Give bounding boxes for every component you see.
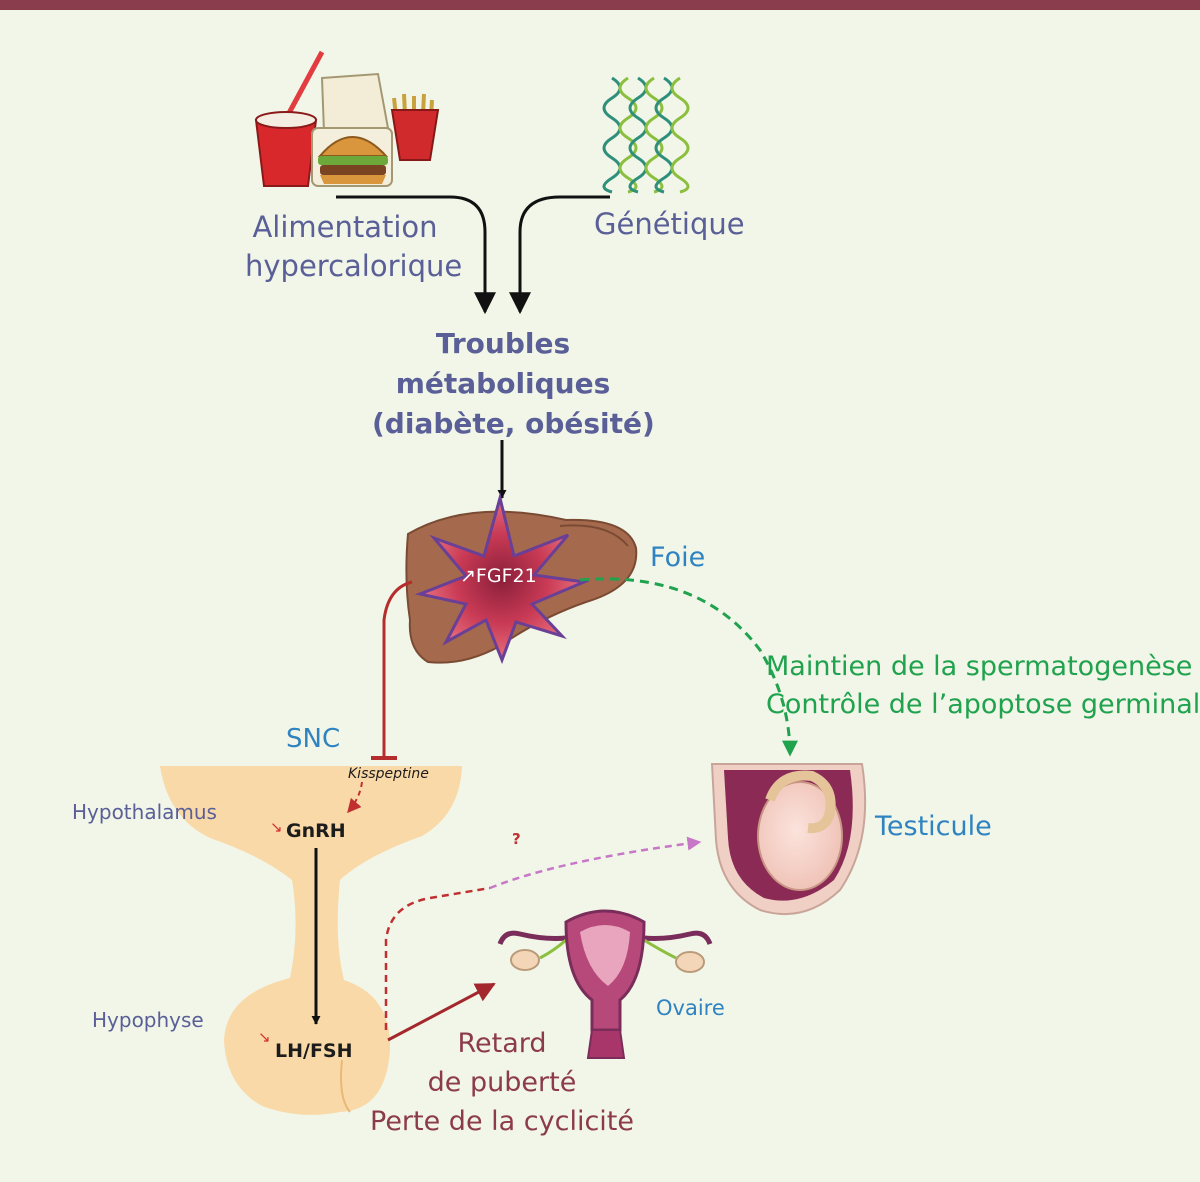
label-troubles-line1: Troubles xyxy=(435,327,571,360)
label-troubles-line2: métaboliques xyxy=(395,367,611,400)
label-fgf21: ↗FGF21 xyxy=(460,565,537,587)
arrow-alimentation xyxy=(336,195,496,315)
label-retard-line2: de puberté xyxy=(427,1067,577,1098)
label-lhfsh: LH/FSH xyxy=(275,1040,353,1062)
arrow-lhfsh-ovaire xyxy=(387,982,496,1042)
label-ovaire: Ovaire xyxy=(656,996,725,1020)
label-hypophyse: Hypophyse xyxy=(92,1008,204,1032)
label-foie: Foie xyxy=(650,542,706,573)
label-gnrh: GnRH xyxy=(286,820,346,842)
arrow-question-testicule xyxy=(489,836,702,890)
testicle-icon xyxy=(710,763,867,916)
label-snc: SNC xyxy=(286,724,341,754)
arrow-lhfsh-up xyxy=(384,886,491,1030)
label-retard: Retard de puberté Perte de la cyclicité xyxy=(366,1024,638,1141)
label-retard-line1: Retard xyxy=(457,1028,547,1059)
label-alimentation: Alimentation hypercalorique xyxy=(245,208,463,286)
label-question: ? xyxy=(512,830,521,848)
top-bar xyxy=(0,0,1200,10)
lhfsh-down-arrow-icon: ↘ xyxy=(258,1028,271,1046)
label-retard-line3: Perte de la cyclicité xyxy=(370,1106,634,1137)
arrow-foie-testicule xyxy=(579,577,798,757)
burst-icon xyxy=(414,492,590,665)
label-maintien-line1: Maintien de la spermatogenèse xyxy=(766,651,1193,682)
dna-helix-icon xyxy=(602,76,690,194)
label-hypothalamus: Hypothalamus xyxy=(72,800,217,824)
gnrh-down-arrow-icon: ↘ xyxy=(270,818,283,836)
fast-food-icon xyxy=(254,50,440,187)
inhibition-line xyxy=(382,580,413,758)
label-kisspeptine: Kisspeptine xyxy=(348,766,429,782)
arrow-genetique xyxy=(509,195,610,315)
label-maintien-line2: Contrôle de l’apoptose germinale xyxy=(766,689,1200,720)
label-maintien: Maintien de la spermatogenèse Contrôle d… xyxy=(766,648,1200,724)
label-genetique: Génétique xyxy=(594,207,745,241)
label-troubles: Troubles métaboliques (diabète, obésité) xyxy=(372,324,655,444)
label-troubles-line3: (diabète, obésité) xyxy=(372,407,655,440)
uterus-ovary-icon xyxy=(497,909,713,1059)
arrow-kisspeptine-gnrh xyxy=(347,781,363,814)
label-alimentation-line2: hypercalorique xyxy=(245,249,463,283)
label-testicule: Testicule xyxy=(875,811,992,842)
label-alimentation-line1: Alimentation xyxy=(252,210,438,244)
